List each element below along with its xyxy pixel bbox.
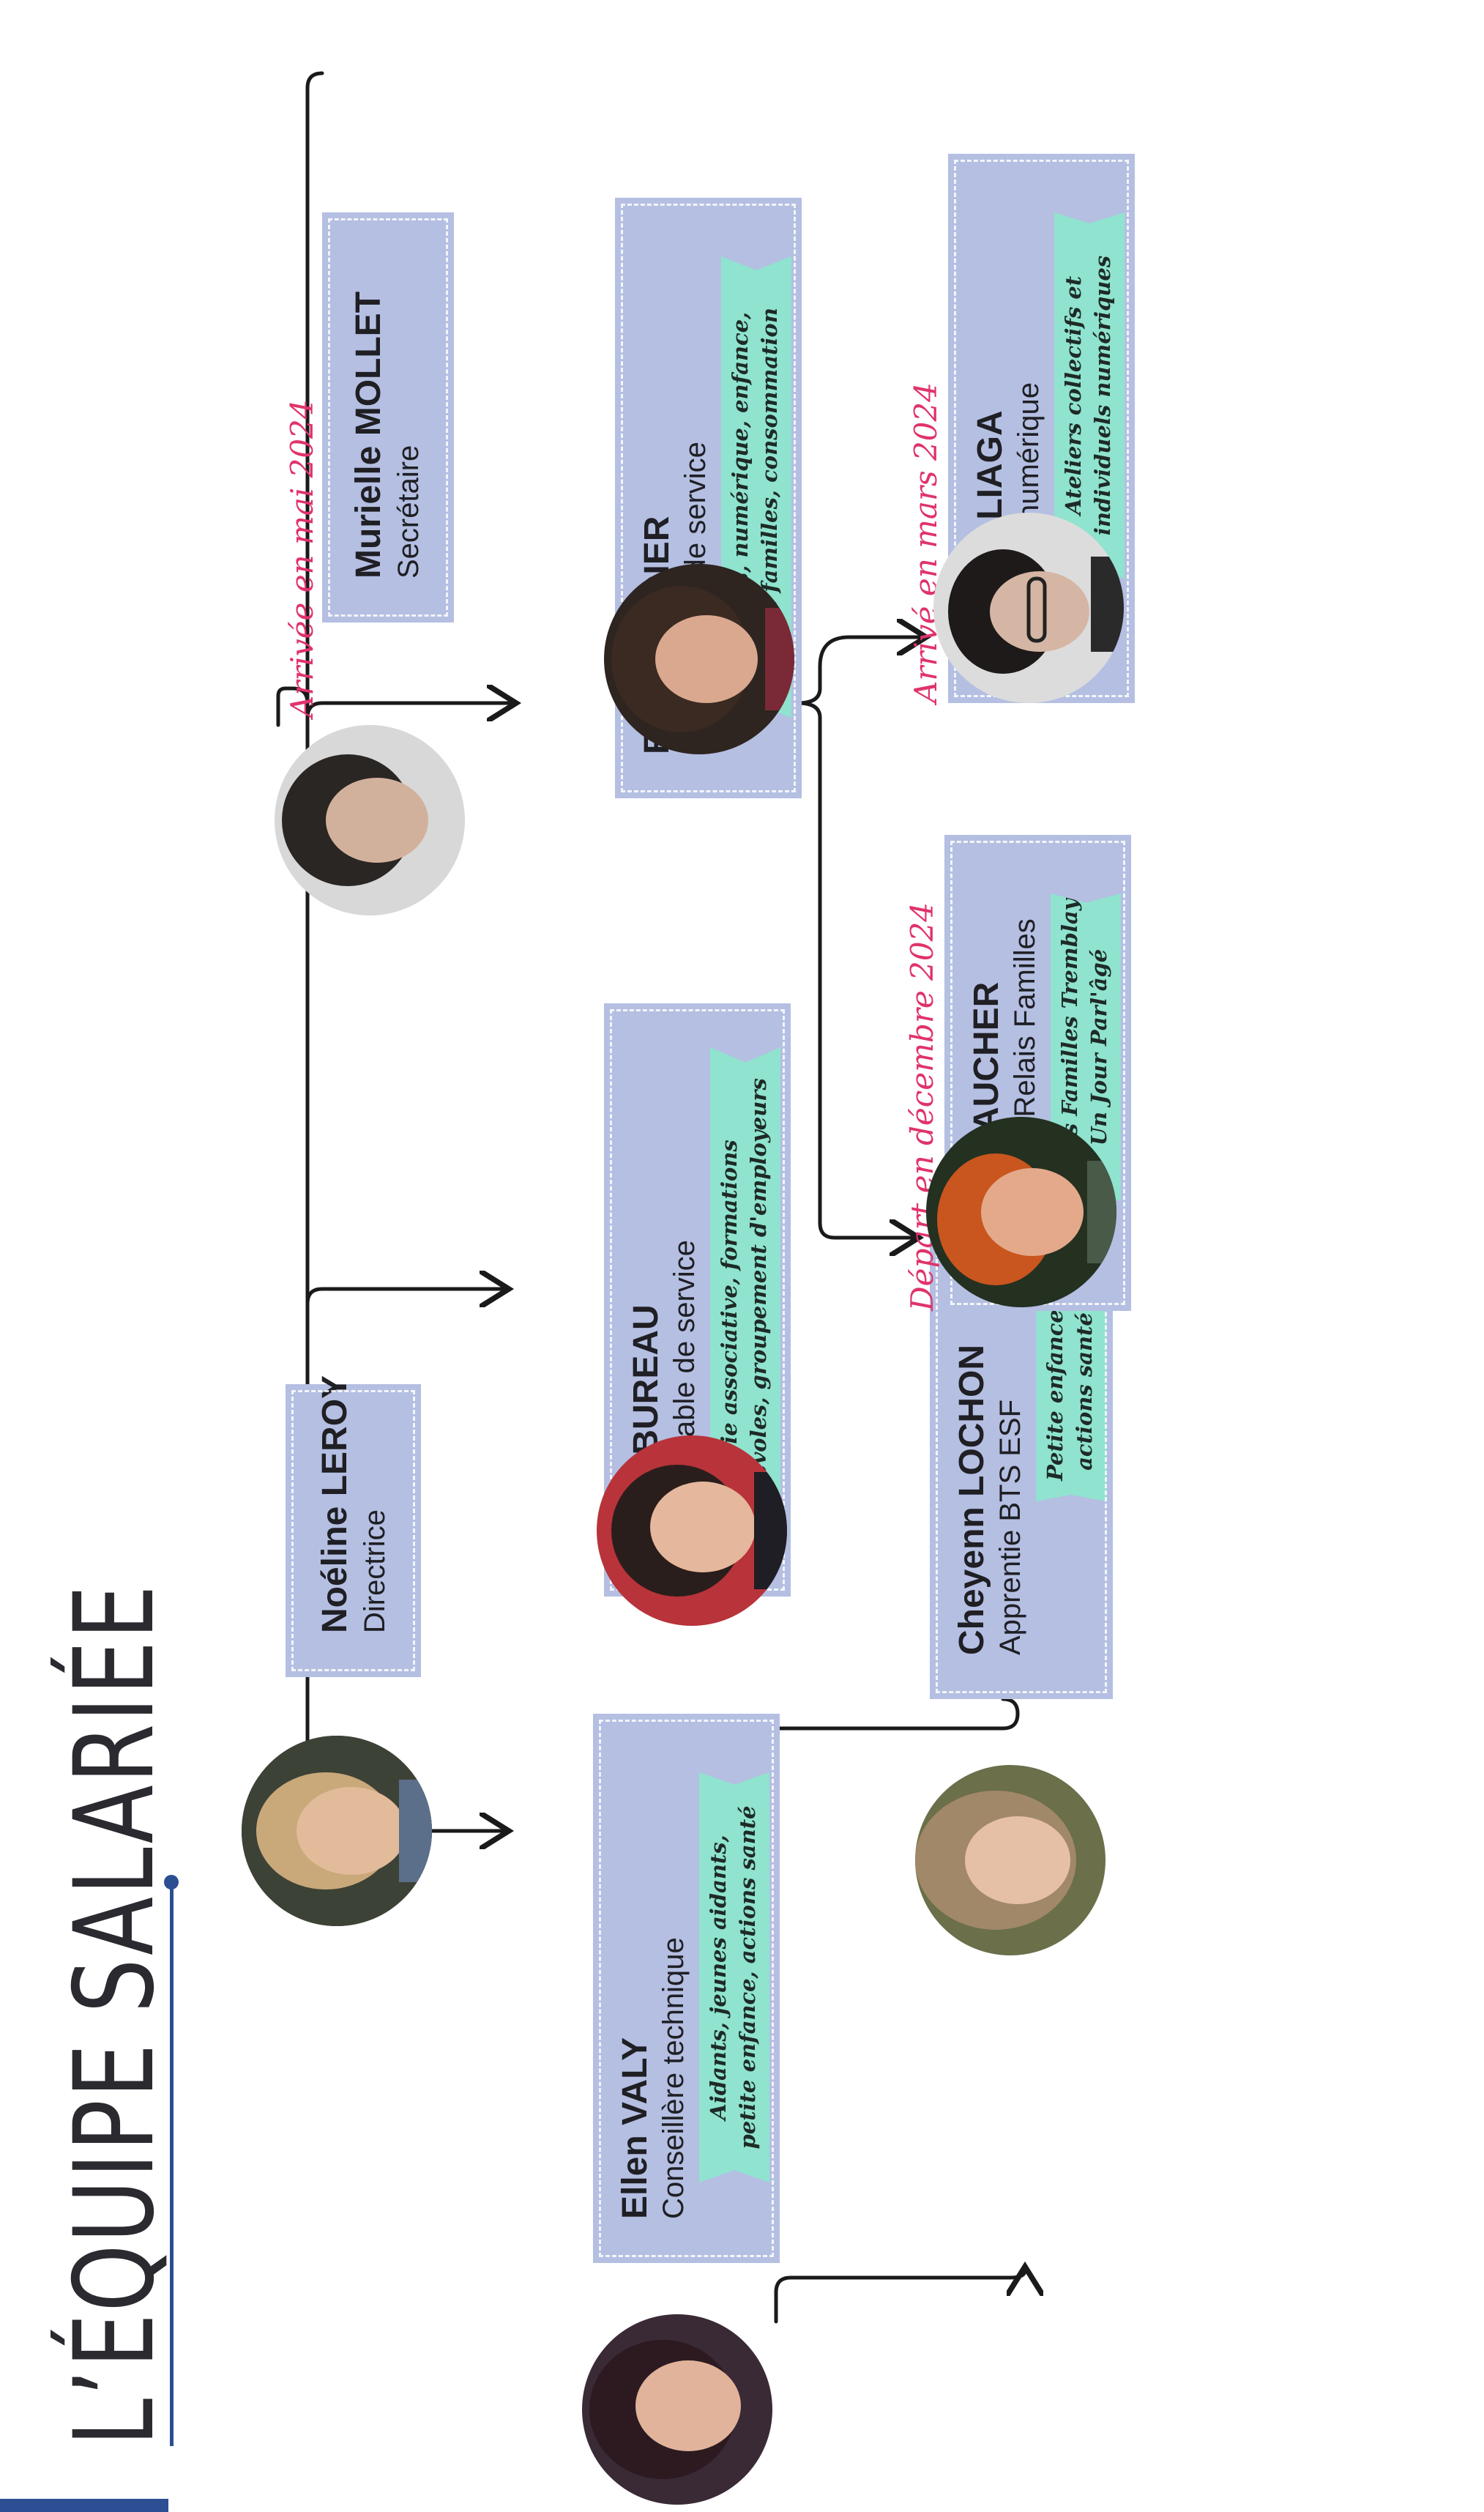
portrait-icon	[242, 1736, 432, 1926]
tag-cheyenn-lochon: Petite enfance, actions santé	[1036, 1282, 1106, 1501]
portrait-icon	[597, 1435, 787, 1626]
person-name: Ellen VALY	[616, 2037, 655, 2219]
portrait-icon	[604, 564, 794, 754]
photo-robin-baucher	[926, 1117, 1116, 1307]
portrait-icon	[582, 2314, 772, 2505]
note-murielle-mollet: Arrivée en mai 2024	[284, 399, 320, 718]
person-name: Cheyenn LOCHON	[952, 1344, 991, 1655]
connector-to-robin	[796, 701, 915, 1238]
card-murielle-mollet: Murielle MOLLET Secrétaire	[322, 212, 454, 623]
connector-to-cheyenn	[774, 2270, 1025, 2324]
photo-cheyenn-lochon	[915, 1765, 1105, 1955]
card-noeline-leroy: Noéline LEROY Directrice	[286, 1375, 421, 1677]
photo-ellen-valy	[582, 2314, 772, 2505]
person-name: Noéline LEROY	[316, 1375, 354, 1633]
photo-anne-bureau	[597, 1435, 787, 1626]
person-role: Secrétaire	[392, 445, 425, 579]
photo-jorian-aliaga	[933, 513, 1124, 703]
person-role: Conseillère technique	[657, 1937, 690, 2219]
tag-ellen-valy: Aidants, jeunes aidants, petite enfance,…	[699, 1772, 769, 2182]
portrait-icon	[915, 1765, 1105, 1955]
note-jorian-aliaga: Arrivé en mars 2024	[908, 382, 944, 703]
portrait-icon	[933, 513, 1124, 703]
portrait-icon	[275, 725, 465, 915]
connector-to-anne	[305, 1289, 505, 1304]
tag-text: Aidants, jeunes aidants, petite enfance,…	[706, 1805, 760, 2149]
tag-text: Petite enfance, actions santé	[1043, 1302, 1097, 1481]
connector-ellen-down	[679, 1697, 1020, 1731]
connector-to-ellie	[305, 703, 512, 718]
portrait-icon	[926, 1117, 1116, 1307]
card-ellen-valy: Ellen VALY Conseillère technique Aidants…	[593, 1714, 780, 2263]
person-role: Apprentie BTS ESF	[994, 1399, 1026, 1655]
photo-ellie-verdier	[604, 564, 794, 754]
connector-to-jorian	[796, 637, 922, 705]
person-name: Murielle MOLLET	[349, 291, 388, 579]
photo-noeline-leroy	[242, 1736, 432, 1926]
photo-murielle-mollet	[275, 725, 465, 915]
person-role: Directrice	[359, 1509, 391, 1633]
connector-to-murielle	[276, 686, 310, 727]
